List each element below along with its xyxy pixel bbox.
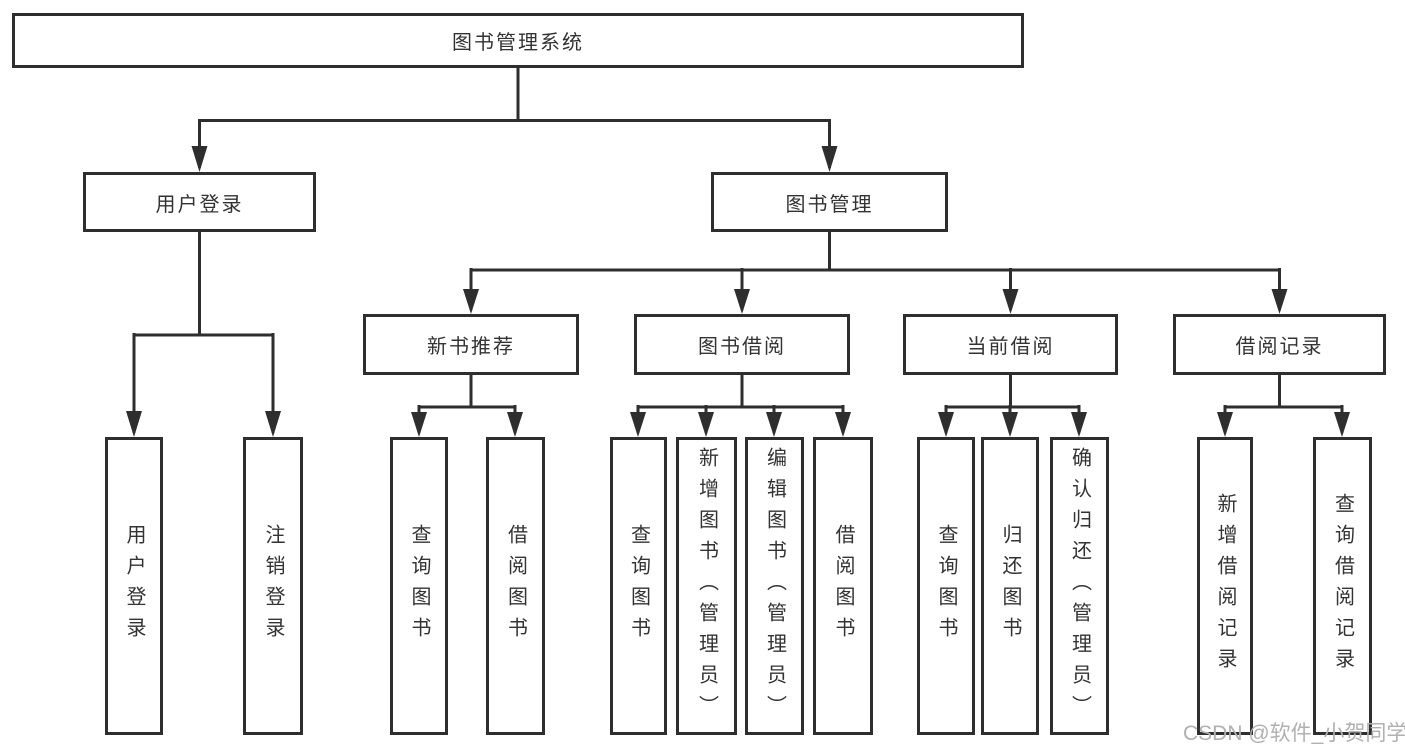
node-current-borrowing: 当前借阅 [903, 314, 1118, 375]
connector-bookborrow-to-leaves [636, 375, 845, 433]
connector-userlogin-to-leaves [132, 232, 275, 433]
node-library-management-system: 图书管理系统 [12, 13, 1024, 68]
node-new-book-recommendation: 新书推荐 [363, 314, 579, 375]
connector-bookmgmt-to-level3 [469, 232, 1281, 310]
node-label: 用户登录 [155, 193, 244, 216]
leaf-logout: 注销登录 [243, 437, 303, 735]
leaf-query-borrow-record: 查询借阅记录 [1313, 437, 1372, 735]
arrowhead [1002, 412, 1018, 437]
arrowhead [1071, 412, 1087, 437]
arrowhead [821, 146, 838, 172]
leaf-confirm-return-admin: 确认归还（管理员） [1050, 437, 1109, 735]
arrowhead [734, 289, 750, 314]
arrowhead [1271, 289, 1288, 314]
node-label: 新书推荐 [427, 336, 515, 358]
arrowhead [835, 412, 851, 437]
connector-newbook-to-leaves [417, 375, 517, 433]
arrowhead [265, 411, 281, 437]
node-label: 借阅记录 [1235, 336, 1324, 358]
arrowhead [1217, 412, 1233, 437]
arrowhead [938, 412, 954, 437]
node-label: 图书管理 [785, 193, 874, 216]
node-label: 查询图书 [627, 524, 650, 648]
node-label: 图书管理系统 [452, 32, 584, 54]
leaf-query-books-current: 查询图书 [917, 437, 975, 735]
leaf-add-borrow-record: 新增借阅记录 [1197, 437, 1253, 735]
arrowhead [698, 412, 714, 437]
node-book-management: 图书管理 [711, 172, 948, 232]
node-label: 图书借阅 [698, 336, 786, 358]
node-label: 确认归还（管理员） [1068, 446, 1091, 726]
arrowhead [463, 289, 479, 314]
connector-root-to-level2 [198, 68, 831, 168]
node-label: 借阅图书 [832, 524, 854, 648]
arrowhead [191, 146, 208, 172]
arrowhead [411, 412, 427, 437]
arrowhead [1002, 289, 1019, 314]
node-user-login: 用户登录 [83, 172, 316, 232]
arrowhead [630, 412, 646, 437]
node-label: 当前借阅 [966, 336, 1055, 358]
connector-borrowrecord-to-leaves [1223, 375, 1344, 433]
csdn-watermark: CSDN @软件_小贺同学 [1183, 722, 1405, 745]
node-label: 用户登录 [123, 524, 145, 648]
arrowhead [507, 412, 523, 437]
leaf-query-books-borrow: 查询图书 [610, 437, 667, 735]
node-label: 查询图书 [935, 524, 957, 648]
leaf-add-book-admin: 新增图书（管理员） [676, 437, 737, 735]
leaf-return-book: 归还图书 [981, 437, 1039, 735]
arrowhead [766, 412, 782, 437]
node-label: 归还图书 [999, 524, 1021, 648]
arrowhead [1334, 412, 1350, 437]
connector-currentborrow-to-leaves [944, 375, 1081, 433]
arrowhead [126, 411, 142, 437]
node-label: 新增借阅记录 [1214, 493, 1236, 679]
leaf-borrow-books-recommend: 借阅图书 [486, 437, 545, 735]
node-label: 新增图书（管理员） [695, 446, 718, 726]
leaf-user-login: 用户登录 [105, 437, 163, 735]
node-label: 编辑图书（管理员） [763, 446, 786, 726]
node-label: 查询借阅记录 [1331, 493, 1354, 679]
node-borrowing-records: 借阅记录 [1173, 314, 1386, 375]
leaf-edit-book-admin: 编辑图书（管理员） [745, 437, 804, 735]
leaf-query-books-recommend: 查询图书 [390, 437, 448, 735]
leaf-borrow-books: 借阅图书 [813, 437, 873, 735]
node-label: 注销登录 [262, 524, 284, 648]
node-book-borrowing: 图书借阅 [634, 314, 850, 375]
node-label: 借阅图书 [504, 524, 527, 648]
node-label: 查询图书 [408, 524, 430, 648]
